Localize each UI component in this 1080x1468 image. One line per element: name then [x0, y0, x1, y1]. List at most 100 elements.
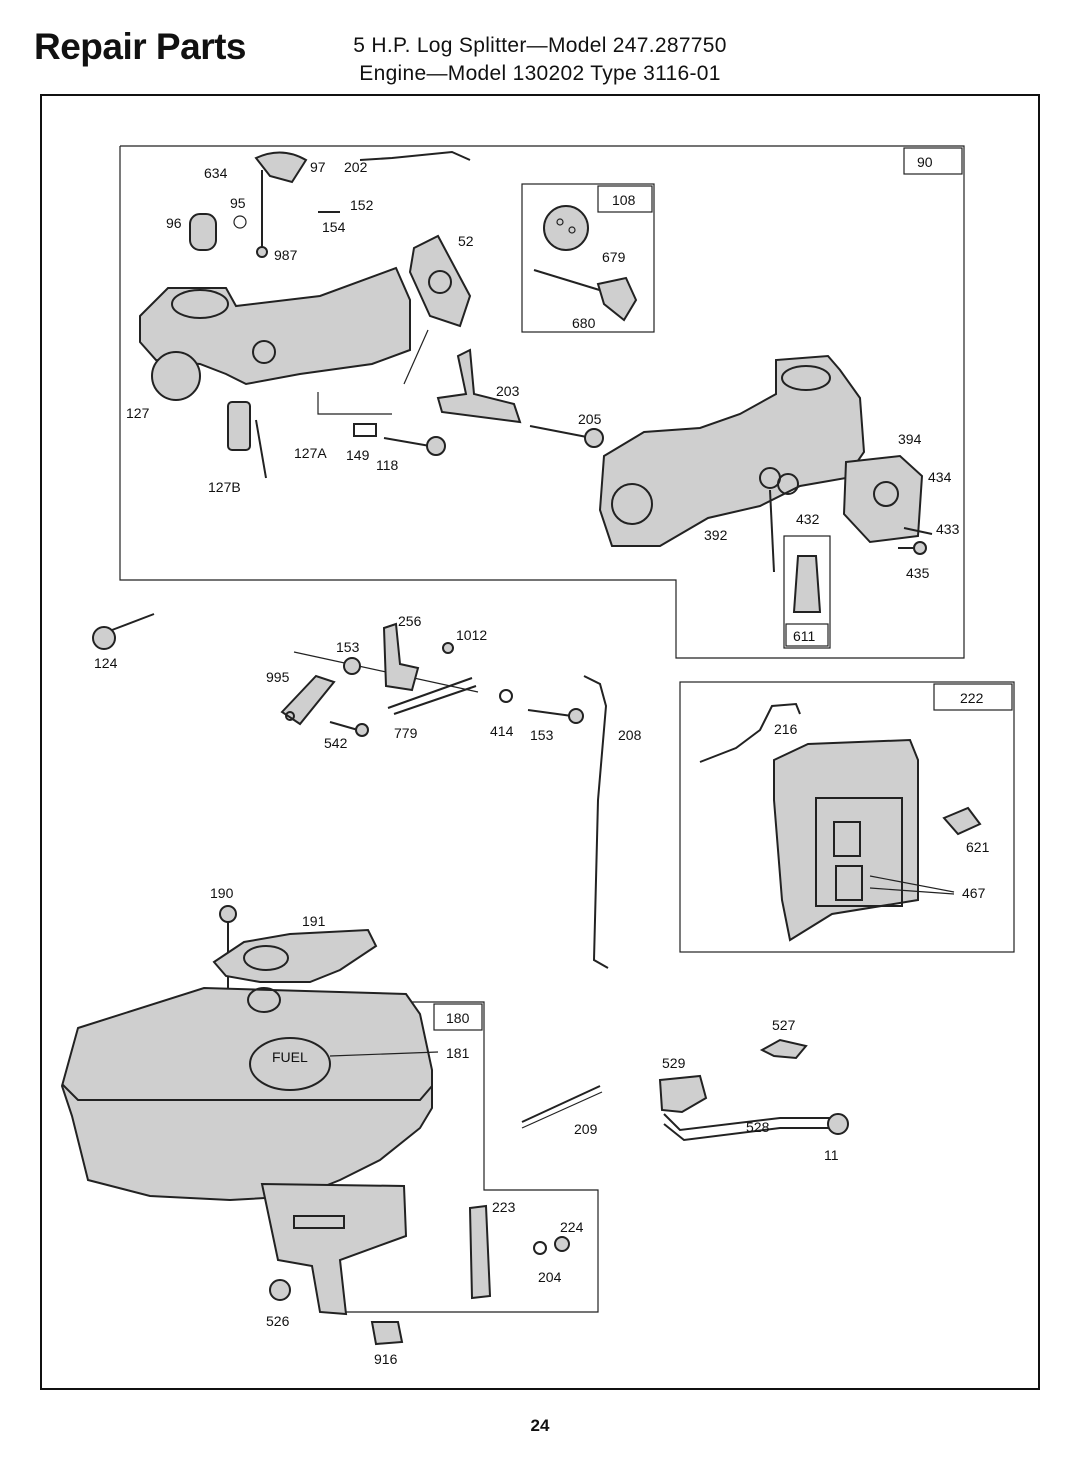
vane-clip-upper [833, 821, 861, 857]
fuel-line-528 [663, 1113, 836, 1132]
pin-wire [769, 489, 775, 573]
diaphragm-disc [543, 205, 589, 251]
pin-1012 [442, 642, 454, 654]
carburetor-group-box [903, 147, 963, 175]
seal-127a [252, 340, 276, 364]
carburetor-gasket [408, 234, 472, 328]
diaphragm-hole [556, 218, 564, 226]
lever-hole [285, 711, 295, 721]
part-label-392: 392 [704, 527, 728, 543]
part-label-205: 205 [578, 411, 602, 427]
washer-95 [233, 215, 247, 229]
part-label-414: 414 [490, 723, 514, 739]
part-label-256: 256 [398, 613, 422, 629]
air-vane-group-outline [679, 681, 1015, 953]
part-label-209: 209 [574, 1121, 598, 1137]
fuel-cap-text: FUEL [272, 1049, 308, 1065]
inlet-port [611, 483, 653, 525]
fuel-tank-group-label: 180 [446, 1010, 470, 1026]
part-label-190: 190 [210, 885, 234, 901]
fuel-tank-group-box [433, 1003, 483, 1031]
part-label-153a: 153 [336, 639, 360, 655]
float-127b [227, 401, 251, 451]
part-label-995: 995 [266, 669, 290, 685]
fuel-gasket-191 [212, 928, 378, 983]
choke-link [359, 150, 471, 161]
carburetor-body-upper [598, 354, 866, 547]
vane-window [815, 797, 903, 907]
pump-cover [842, 454, 924, 544]
leader-181 [329, 1051, 439, 1057]
part-label-528: 528 [746, 1119, 770, 1135]
page-title: Repair Parts [34, 26, 247, 67]
leader-467-b [869, 887, 955, 895]
fuel-line-528-b [663, 1123, 836, 1142]
diaphragm-kit-outline [521, 183, 655, 333]
screw-435-head [913, 541, 927, 555]
seal-432 [777, 473, 799, 495]
part-label-154: 154 [322, 219, 346, 235]
part-label-634: 634 [204, 165, 228, 181]
part-label-127b: 127B [208, 479, 241, 495]
clip-621 [942, 806, 982, 836]
air-vane-group-label: 222 [960, 690, 984, 706]
choke-valve [189, 213, 217, 251]
part-label-916: 916 [374, 1351, 398, 1367]
spring-149 [353, 423, 377, 437]
pin-611-label: 611 [793, 628, 816, 644]
part-label-152: 152 [350, 197, 374, 213]
fitting-11 [827, 1113, 849, 1135]
part-label-529: 529 [662, 1055, 686, 1071]
screw-124-head [92, 626, 116, 650]
part-label-216: 216 [774, 721, 798, 737]
part-label-527: 527 [772, 1017, 796, 1033]
throttle-lever-203 [436, 348, 522, 424]
screw-542-head [355, 723, 369, 737]
part-label-127a: 127A [294, 445, 327, 461]
part-label-181: 181 [446, 1045, 470, 1061]
part-label-153b: 153 [530, 727, 554, 743]
fuel-elbow-529 [658, 1074, 708, 1114]
screw-190-head [219, 905, 237, 923]
screw-153-head [568, 708, 584, 724]
part-label-680: 680 [572, 315, 596, 331]
bracket-223 [468, 1204, 492, 1300]
spring-209 [521, 1085, 601, 1123]
clamp-527 [759, 1038, 808, 1060]
part-label-434: 434 [928, 469, 952, 485]
engine-subtitle: Engine—Model 130202 Type 3116-01 [359, 62, 721, 85]
throttle-lever [254, 151, 308, 184]
governor-lever-995 [280, 674, 336, 726]
needle-bracket [596, 276, 638, 322]
screw-224-head [554, 1236, 570, 1252]
leader-467 [869, 875, 955, 893]
part-label-432: 432 [796, 511, 820, 527]
fuel-tank-group-outline [346, 1001, 599, 1313]
diagram-frame [40, 94, 1040, 1390]
part-label-95: 95 [230, 195, 246, 211]
vane-clip-lower [835, 865, 863, 901]
fuel-tank-filler [247, 987, 281, 1013]
part-label-202: 202 [344, 159, 368, 175]
gasket-opening [243, 945, 289, 971]
pin-611-outline [783, 535, 831, 649]
fuel-tank-body [60, 986, 433, 1202]
part-label-191: 191 [302, 913, 326, 929]
diaphragm-kit-box [597, 185, 653, 213]
part-label-97: 97 [310, 159, 326, 175]
bushing-153 [343, 657, 361, 675]
shaft-205 [529, 425, 593, 439]
part-label-526: 526 [266, 1313, 290, 1329]
part-label-679: 679 [602, 249, 626, 265]
model-subtitle: 5 H.P. Log Splitter—Model 247.287750 [353, 34, 727, 57]
part-label-394: 394 [898, 431, 922, 447]
assembly-leader [403, 329, 429, 385]
carburetor-group-outline [119, 145, 965, 659]
part-label-127: 127 [126, 405, 150, 421]
part-label-224: 224 [560, 1219, 584, 1235]
bracket-256 [382, 622, 420, 692]
carburetor-throat [171, 289, 229, 319]
screw-526-head [269, 1279, 291, 1301]
washer-204 [533, 1241, 547, 1255]
part-label-118: 118 [376, 457, 399, 473]
